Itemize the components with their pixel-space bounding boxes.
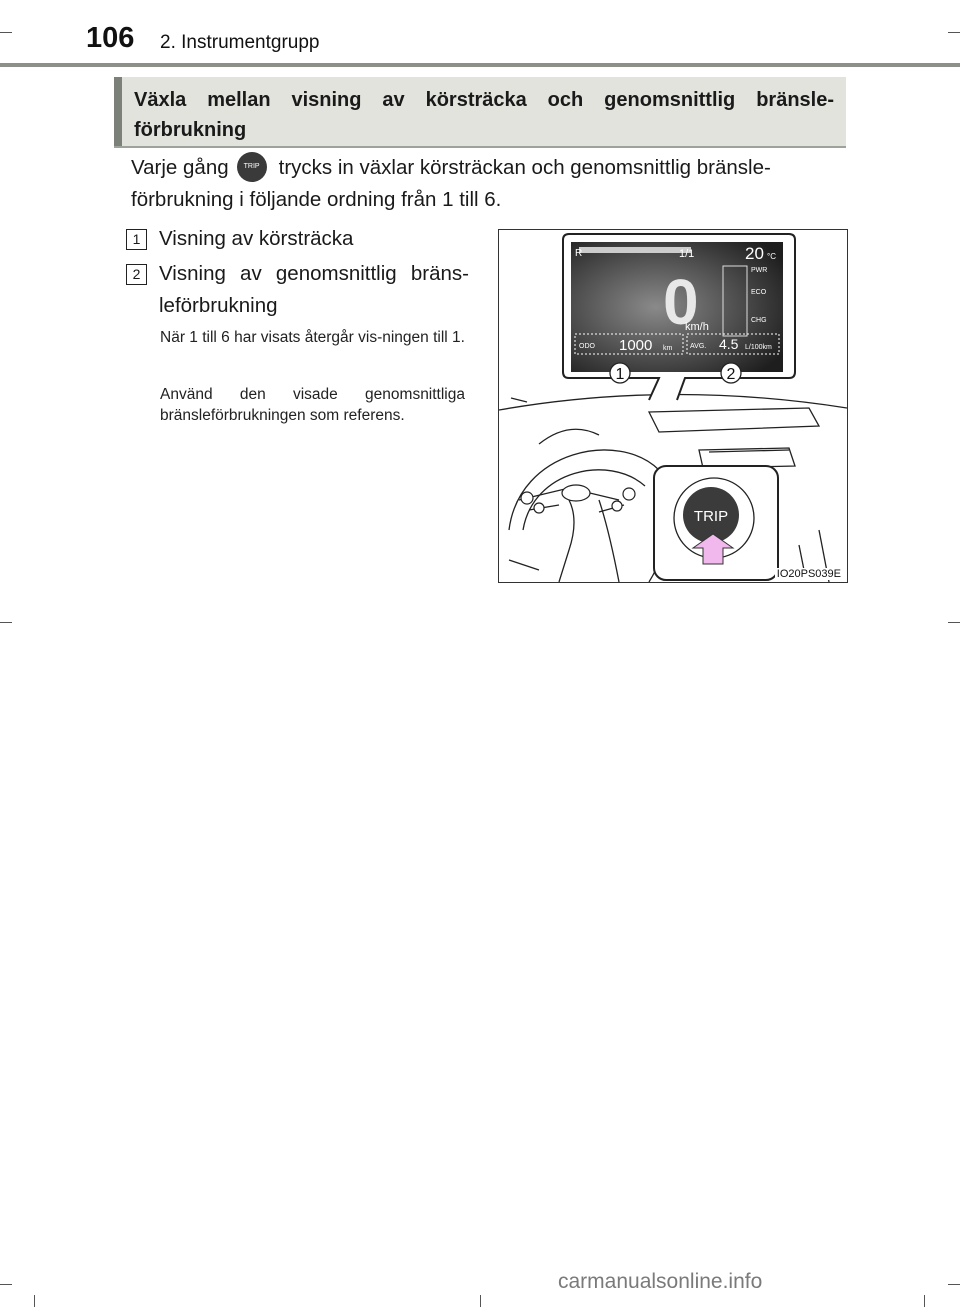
- note-paragraph: När 1 till 6 har visats återgår vis-ning…: [160, 329, 465, 346]
- note-paragraph: Använd den visade genomsnittliga bränsle…: [160, 386, 465, 424]
- watermark: carmanualsonline.info: [558, 1270, 763, 1293]
- trip-button-label: TRIP: [694, 508, 728, 525]
- page-number: 106: [86, 22, 135, 54]
- eco-label: ECO: [751, 289, 767, 296]
- temperature-unit: °C: [767, 252, 776, 261]
- instrument-figure: R 1/1 20 °C 0 km/h PWR ECO CHG ODO 1000 …: [498, 229, 848, 583]
- callout-circle: [720, 362, 742, 384]
- item-text: Visning av genomsnittlig bräns-leförbruk…: [159, 262, 469, 317]
- callout-number: 2: [727, 366, 736, 383]
- item-number-badge: 1: [126, 229, 147, 250]
- crop-mark: [480, 1295, 481, 1307]
- figure-code: IO20PS039E: [774, 568, 843, 580]
- crop-mark: [924, 1295, 925, 1307]
- odo-unit: km: [663, 345, 673, 352]
- avg-unit: L/100km: [745, 344, 772, 351]
- header-rule: [0, 63, 960, 67]
- crop-mark: [948, 622, 960, 623]
- section-accent-bar: [114, 77, 122, 146]
- crop-mark: [948, 32, 960, 33]
- item-number-badge: 2: [126, 264, 147, 285]
- temperature-value: 20: [745, 244, 764, 263]
- dashboard-illustration: R 1/1 20 °C 0 km/h PWR ECO CHG ODO 1000 …: [499, 233, 847, 582]
- crop-mark: [0, 1284, 12, 1285]
- power-meter-frame: [722, 265, 748, 337]
- odometer-highlight: [574, 333, 684, 355]
- section-heading-box: Växla mellan visning av körsträcka och g…: [114, 77, 846, 148]
- fuel-gauge-bar: [579, 247, 691, 253]
- odo-label: ODO: [579, 343, 596, 350]
- gear-indicator: R: [575, 248, 582, 259]
- trip-button: [683, 487, 739, 543]
- chapter-title: 2. Instrumentgrupp: [160, 32, 320, 53]
- page-header: 106 2. Instrumentgrupp: [0, 0, 960, 70]
- list-item: 1 Visning av körsträcka: [126, 227, 471, 259]
- avg-fuel-highlight: [686, 333, 780, 355]
- avg-value: 4.5: [719, 336, 739, 352]
- crop-mark: [34, 1295, 35, 1307]
- speed-value: 0: [663, 266, 699, 338]
- chg-label: CHG: [751, 317, 767, 324]
- intro-text-before: Varje gång: [131, 156, 229, 179]
- intro-text-after: trycks in växlar körsträckan och genomsn…: [131, 156, 771, 211]
- pwr-label: PWR: [751, 267, 767, 274]
- crop-mark: [948, 1284, 960, 1285]
- display-screen: [571, 242, 783, 372]
- list-item: 2 Visning av genomsnittlig bräns-leförbr…: [126, 262, 471, 326]
- callout-circle: [609, 362, 631, 384]
- section-title: Växla mellan visning av körsträcka och g…: [134, 89, 834, 141]
- crop-mark: [0, 32, 12, 33]
- trip-button-icon: TRIP: [236, 151, 267, 182]
- trip-fraction: 1/1: [679, 248, 694, 260]
- odo-value: 1000: [619, 337, 652, 354]
- steering-buttons: [520, 484, 636, 514]
- callout-number: 1: [616, 366, 625, 383]
- item-text: Visning av körsträcka: [159, 227, 354, 250]
- crop-mark: [0, 622, 12, 623]
- press-arrow-icon: [691, 533, 735, 565]
- speed-unit: km/h: [685, 321, 709, 333]
- avg-label: AVG.: [690, 343, 706, 350]
